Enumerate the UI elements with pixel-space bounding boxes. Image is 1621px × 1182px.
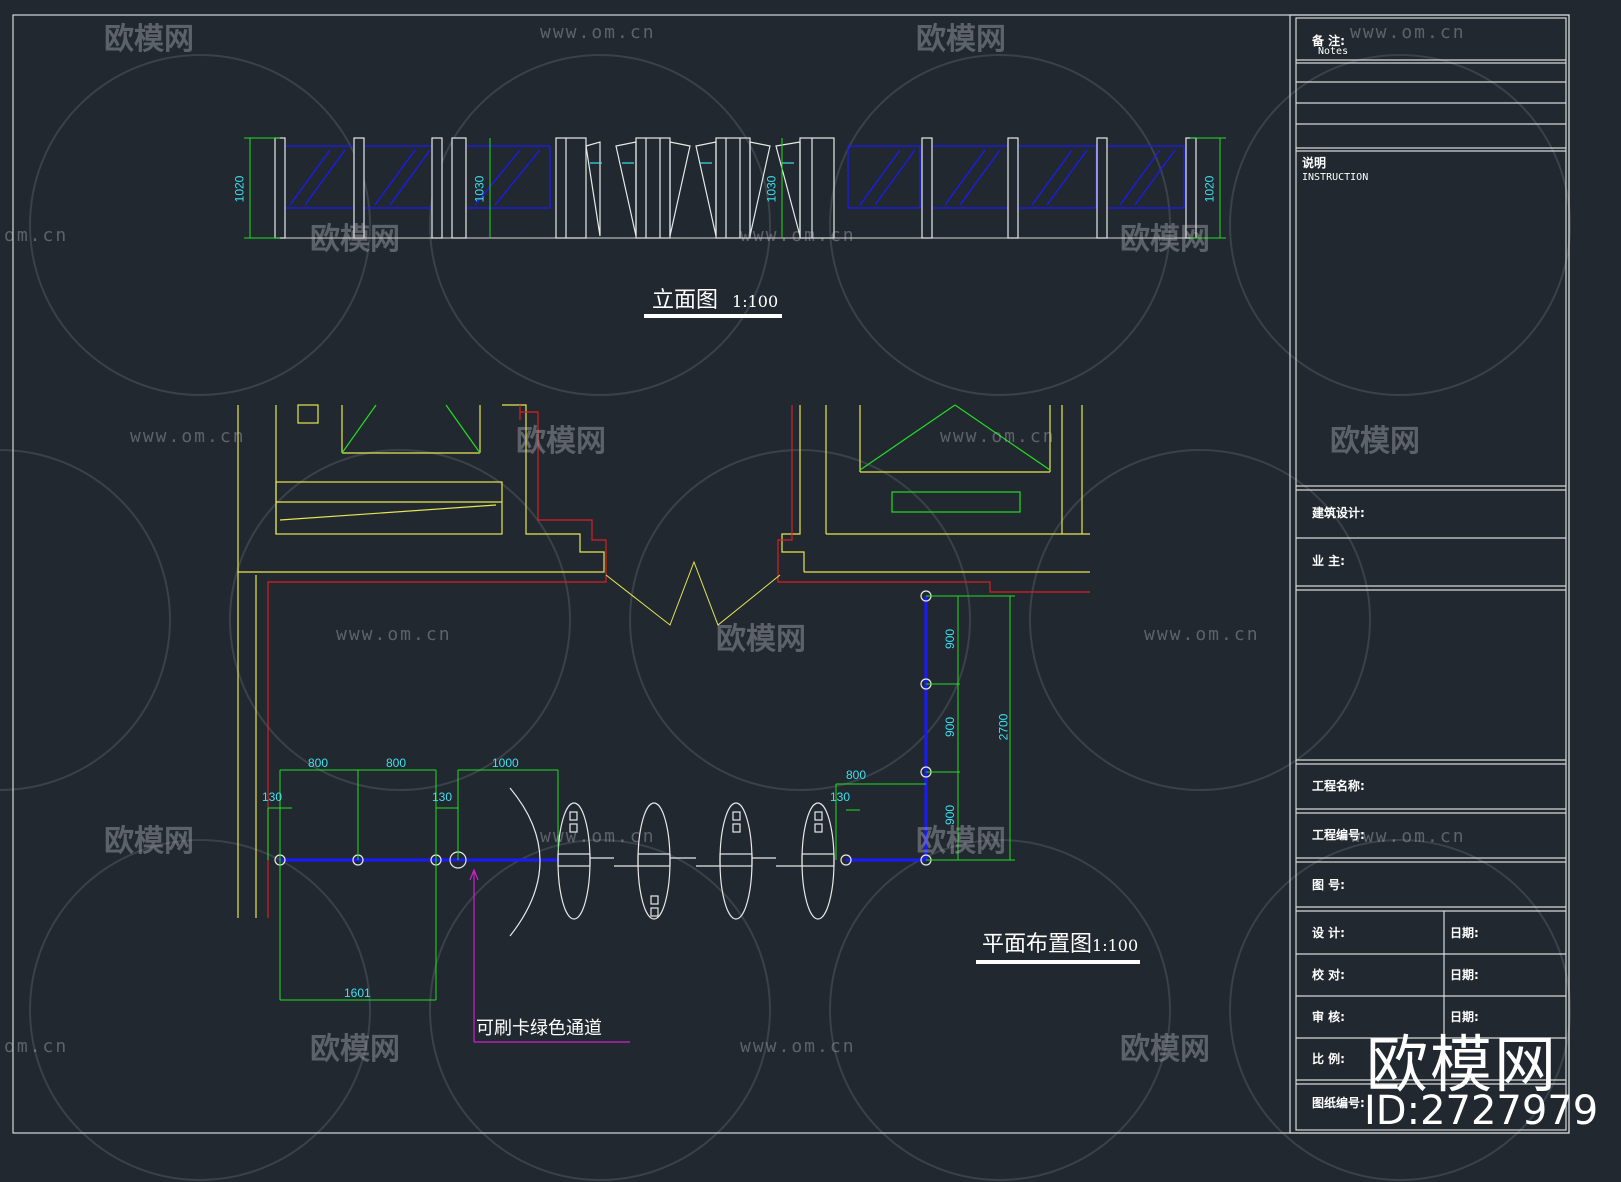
elevation-title: 立面图 1:100 [652, 288, 779, 313]
watermark-logo: 欧模网 [104, 824, 194, 859]
callout-leader [469, 868, 630, 1043]
tb-owner: 业 主: [1312, 554, 1345, 568]
tb-instruction-label: 说明 [1302, 156, 1327, 170]
tb-sheet-number: 图纸编号: [1312, 1096, 1365, 1110]
tb-review: 审 核: [1312, 1010, 1345, 1024]
plan-walls-red [267, 405, 1090, 918]
tb-scale: 比 例: [1312, 1052, 1345, 1066]
dim-plan-800-b: 800 [386, 756, 407, 770]
dim-plan-900-b: 900 [943, 716, 958, 738]
dim-plan-800-a: 800 [308, 756, 329, 770]
watermark-logo: 欧模网 [716, 622, 806, 657]
watermark-logo: 欧模网 [916, 22, 1006, 57]
drawing-frame [12, 14, 1570, 1134]
dim-plan-130-c: 130 [830, 790, 851, 804]
dim-plan-130-a: 130 [262, 790, 283, 804]
plan-railings [280, 596, 928, 862]
brand-id: ID:2727979 [1364, 1088, 1599, 1134]
watermark-url: om.cn [4, 225, 69, 246]
tb-date: 日期: [1450, 1010, 1479, 1024]
plan-turnstiles [557, 802, 835, 920]
tb-architect: 建筑设计: [1312, 506, 1365, 520]
title-block-grid [1296, 59, 1566, 1085]
plan-gate-swing [509, 787, 541, 937]
tb-check: 校 对: [1312, 968, 1345, 982]
tb-notes-en: Notes [1318, 46, 1349, 57]
dim-plan-1601: 1601 [344, 986, 371, 1000]
tb-date: 日期: [1450, 968, 1479, 982]
dim-elevation-left: 1020 [232, 175, 247, 203]
watermark-logo: 欧模网 [104, 22, 194, 57]
dim-plan-2700: 2700 [996, 713, 1011, 741]
dim-plan-130-b: 130 [432, 790, 453, 804]
watermark-logo: 欧模网 [916, 824, 1006, 859]
tb-instruction-en: INSTRUCTION [1302, 172, 1369, 183]
dim-elevation-mid-left: 1030 [472, 175, 487, 203]
tb-notes-label: 备 注: [1312, 34, 1345, 48]
tb-drawing-no: 图 号: [1312, 878, 1345, 892]
watermark-url: www.om.cn [540, 22, 656, 43]
dim-plan-900-a: 900 [943, 628, 958, 650]
watermark-logo: 欧模网 [310, 222, 400, 257]
plan-title: 平面布置图1:100 [982, 932, 1139, 957]
tb-date: 日期: [1450, 926, 1479, 940]
dim-elevation-mid-right: 1030 [764, 175, 779, 203]
elevation-dimensions [244, 137, 1226, 239]
dim-elevation-right: 1020 [1202, 175, 1217, 203]
watermark-url: www.om.cn [1350, 826, 1466, 847]
watermark-logo: 欧模网 [310, 1032, 400, 1067]
callout-green-channel: 可刷卡绿色通道 [476, 1018, 602, 1039]
watermark-logo: 欧模网 [1330, 424, 1420, 459]
dim-plan-900-c: 900 [943, 804, 958, 826]
watermark-url: www.om.cn [130, 426, 246, 447]
plan-dimensions [267, 595, 1015, 1001]
plan-door-swings [605, 560, 781, 626]
watermark-logo: 欧模网 [1120, 222, 1210, 257]
watermark-logo: 欧模网 [1120, 1032, 1210, 1067]
dim-plan-800-right: 800 [846, 768, 867, 782]
watermark-url: www.om.cn [940, 426, 1056, 447]
plan-walls-green-diag [859, 404, 1051, 471]
watermark-url: www.om.cn [540, 826, 656, 847]
plan-view [237, 404, 1140, 1043]
watermark-circles [0, 54, 1571, 1181]
watermark-url: om.cn [4, 1036, 69, 1057]
watermark-url: www.om.cn [336, 624, 452, 645]
elevation-turnstiles [555, 137, 835, 239]
elevation-glass-panels [281, 145, 1185, 209]
watermark-logo: 欧模网 [516, 424, 606, 459]
elevation-view [244, 137, 1226, 318]
watermark-url: www.om.cn [740, 225, 856, 246]
watermark-url: www.om.cn [740, 1036, 856, 1057]
tb-design: 设 计: [1312, 926, 1345, 940]
watermark-url: www.om.cn [1144, 624, 1260, 645]
dim-plan-1000: 1000 [492, 756, 519, 770]
plan-walls-yellow [237, 404, 1090, 918]
brand-logo-text: 欧模网 [1366, 1028, 1559, 1101]
tb-project-name: 工程名称: [1312, 779, 1365, 793]
watermark-url: www.om.cn [1350, 22, 1466, 43]
tb-project-number: 工程编号: [1312, 828, 1365, 842]
